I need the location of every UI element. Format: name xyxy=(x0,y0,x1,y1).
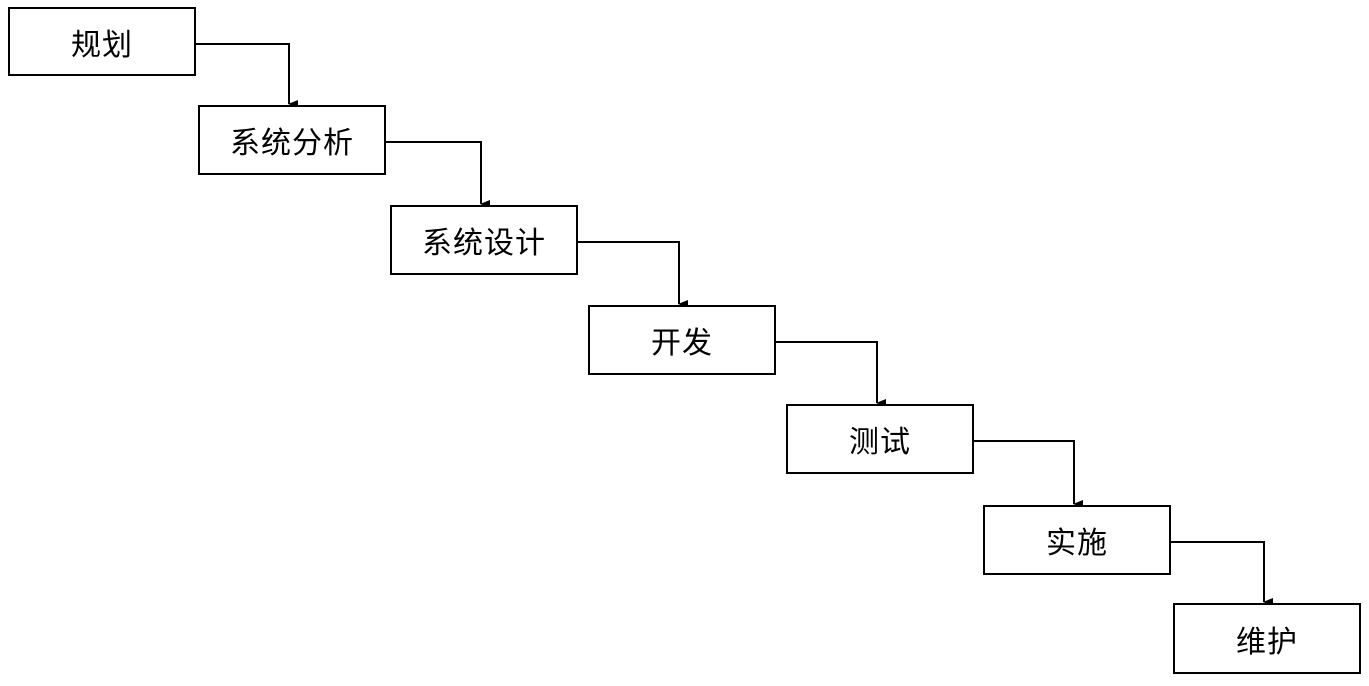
connector-arrow xyxy=(974,440,1083,508)
connector-group xyxy=(196,43,1273,606)
stage-box-system-analysis: 系统分析 xyxy=(198,105,386,175)
stage-label-testing: 测试 xyxy=(849,425,911,460)
connector-arrow xyxy=(776,341,886,407)
connector-arrow xyxy=(386,141,490,208)
stage-label-development: 开发 xyxy=(651,326,713,361)
stage-label-implementation: 实施 xyxy=(1046,526,1108,561)
stage-label-maintenance: 维护 xyxy=(1236,624,1298,660)
stage-box-planning: 规划 xyxy=(8,7,196,76)
connector-arrow xyxy=(578,241,688,308)
connector-arrow xyxy=(196,43,298,108)
stage-label-system-design: 系统设计 xyxy=(422,226,546,261)
stage-box-system-design: 系统设计 xyxy=(390,205,578,275)
stage-box-development: 开发 xyxy=(588,305,776,375)
stage-box-testing: 测试 xyxy=(786,404,974,474)
stage-box-implementation: 实施 xyxy=(983,505,1171,575)
stage-box-maintenance: 维护 xyxy=(1173,603,1361,674)
stage-label-system-analysis: 系统分析 xyxy=(230,126,354,161)
stage-label-planning: 规划 xyxy=(71,27,133,63)
connector-arrow xyxy=(1171,541,1273,606)
